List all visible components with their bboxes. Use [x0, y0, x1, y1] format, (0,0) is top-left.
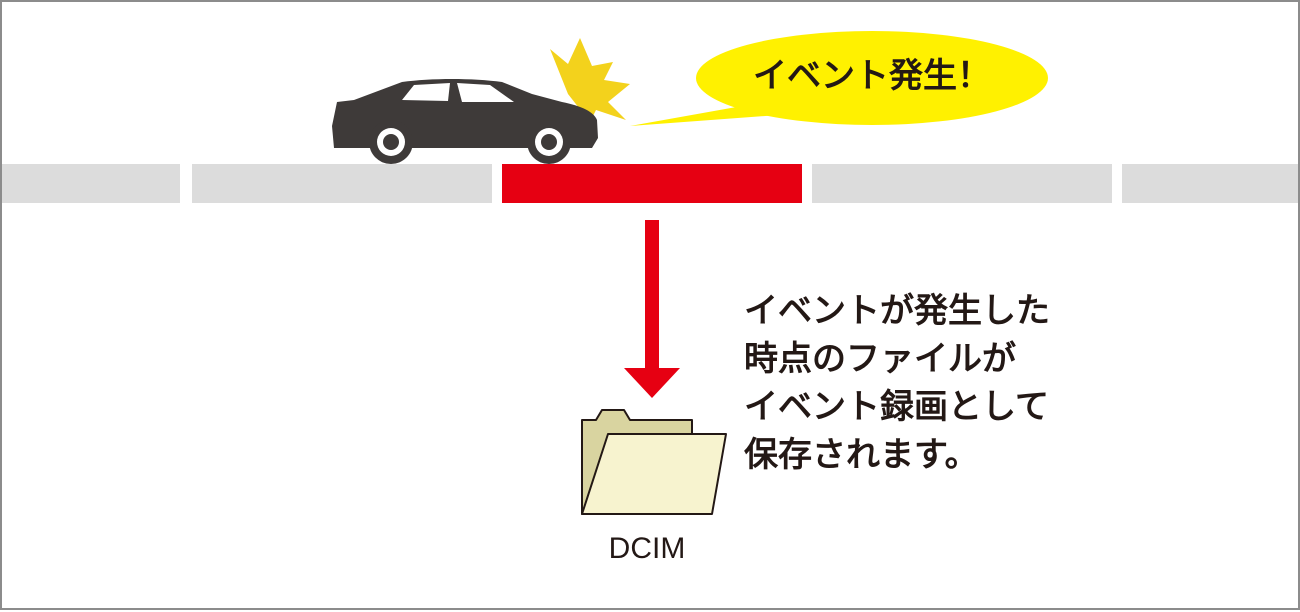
description-line: 時点のファイルが [744, 339, 1016, 379]
car-icon [332, 79, 598, 164]
timeline-segment-5 [1122, 164, 1298, 203]
description-text: イベントが発生した 時点のファイルが イベント録画として 保存されます。 [744, 287, 1050, 479]
description-line: イベント録画として [744, 387, 1049, 427]
timeline-segment-event [502, 164, 802, 203]
timeline-segment-4 [812, 164, 1112, 203]
timeline-segment-2 [192, 164, 492, 203]
folder-label: DCIM [608, 532, 686, 565]
description-line: イベントが発生した [744, 291, 1050, 331]
folder-icon [581, 409, 727, 515]
impact-burst-icon [550, 38, 630, 122]
down-arrow-icon [624, 220, 680, 398]
description-line: 保存されます。 [744, 435, 979, 475]
timeline-segment-1 [2, 164, 180, 203]
speech-bubble [630, 31, 1048, 126]
event-callout-text: イベント発生！ [753, 56, 991, 96]
